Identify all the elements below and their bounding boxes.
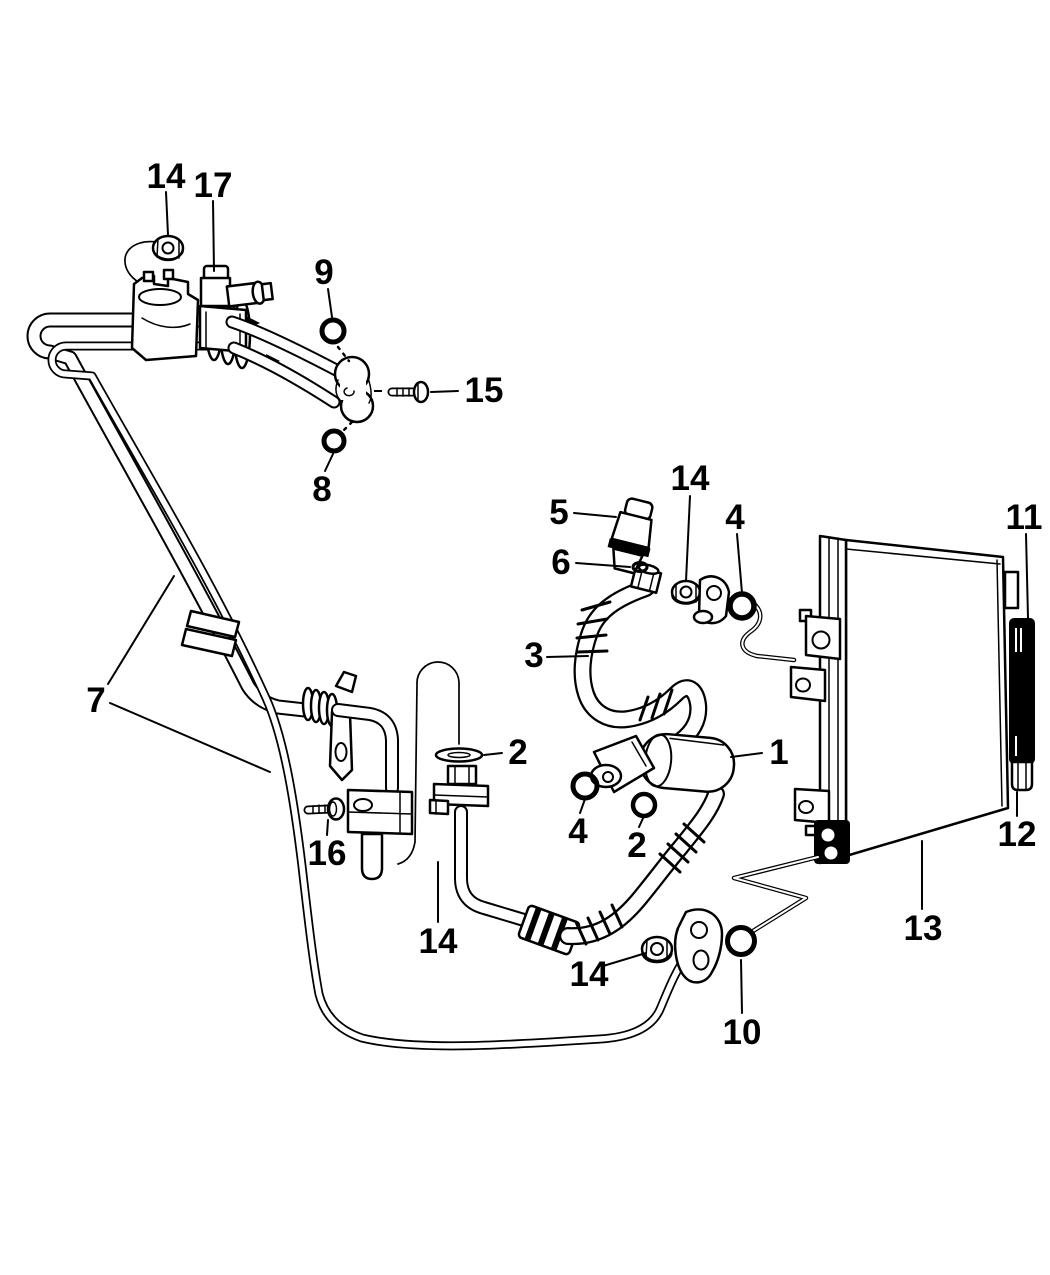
- callout-8-leader: [324, 453, 334, 472]
- callout-2-low: 2: [627, 826, 646, 865]
- grommet-10: [725, 925, 757, 957]
- seal-2-upper: [434, 747, 484, 763]
- bolt-16: [303, 797, 346, 821]
- condenser-bracket-upper: [804, 614, 842, 661]
- condenser-group: [731, 534, 1035, 934]
- callout-15-leader: [430, 390, 459, 393]
- condenser-core: [844, 538, 1010, 858]
- callout-13: 13: [904, 909, 943, 948]
- callout-14-mid: 14: [671, 459, 710, 498]
- callout-10-leader: [740, 959, 743, 1014]
- callout-1-leader: [730, 752, 763, 758]
- callout-4-mid-leader: [736, 533, 743, 594]
- nut-14-bottom: [640, 935, 674, 964]
- callout-7: 7: [86, 681, 105, 720]
- condenser-bracket-mid: [789, 665, 827, 703]
- callout-17: 17: [194, 166, 233, 205]
- o-ring-4-mid: [727, 591, 757, 621]
- pressure-switch-5: [607, 497, 654, 575]
- callout-10: 10: [723, 1013, 762, 1052]
- callout-4-mid: 4: [725, 498, 745, 537]
- switch-port: [629, 563, 663, 594]
- elbow-block-group: [301, 670, 414, 881]
- callout-8: 8: [312, 470, 331, 509]
- callout-2-upper: 2: [508, 733, 527, 772]
- drier-end-cap-12: [1010, 760, 1034, 792]
- callout-4-low: 4: [568, 812, 588, 851]
- callout-3-leader: [546, 655, 589, 658]
- nut-14-mid: [670, 579, 702, 605]
- bottom-mount-group: [640, 908, 757, 984]
- nut-14-top: [151, 234, 185, 262]
- pipes-assembly: [26, 312, 693, 1051]
- suction-line-group: [428, 732, 736, 956]
- o-ring-8: [321, 428, 347, 454]
- callout-5-leader: [573, 512, 617, 518]
- pipe-clamp: [185, 609, 241, 639]
- callout-9: 9: [314, 253, 333, 292]
- callout-7-leader: [107, 575, 175, 685]
- callout-11-leader: [1025, 533, 1029, 619]
- teardrop-bracket: [673, 908, 724, 984]
- bolt-15: [387, 380, 430, 404]
- callout-12: 12: [998, 815, 1037, 854]
- receiver-drier-11: [1009, 618, 1035, 764]
- o-ring-2-low: [630, 791, 658, 819]
- callout-14-top: 14: [147, 157, 186, 196]
- discharge-hose-3: [573, 497, 757, 753]
- callout-2-upper-leader: [483, 752, 503, 756]
- callout-2-low-leader: [638, 815, 645, 828]
- manifold-assembly: [124, 234, 430, 454]
- o-ring-4-low: [570, 771, 600, 801]
- callout-5: 5: [549, 493, 568, 532]
- callout-11: 11: [1006, 498, 1043, 537]
- hanger-clip: [328, 710, 354, 782]
- callout-6-leader: [575, 562, 631, 568]
- callout-16: 16: [308, 834, 347, 873]
- callout-14-botmid: 14: [570, 955, 609, 994]
- callout-7-leader: [109, 702, 271, 773]
- junction-block: [346, 788, 414, 836]
- callout-14-botmid-leader: [602, 952, 647, 967]
- routing-line: [397, 661, 460, 865]
- callout-9-leader: [327, 288, 333, 318]
- callout-14-botleft: 14: [419, 922, 458, 961]
- o-ring-6: [631, 561, 649, 573]
- callout-16-leader: [326, 819, 329, 836]
- callout-1: 1: [769, 733, 788, 772]
- callout-14-mid-leader: [685, 495, 691, 582]
- callout-17-leader: [212, 200, 215, 272]
- callout-14-top-leader: [165, 191, 169, 236]
- callout-15: 15: [465, 371, 504, 410]
- callout-6: 6: [551, 543, 570, 582]
- muffler-1: [638, 732, 736, 793]
- callout-3: 3: [524, 636, 543, 675]
- o-ring-9: [319, 317, 347, 345]
- callout-4-low-leader: [579, 798, 586, 814]
